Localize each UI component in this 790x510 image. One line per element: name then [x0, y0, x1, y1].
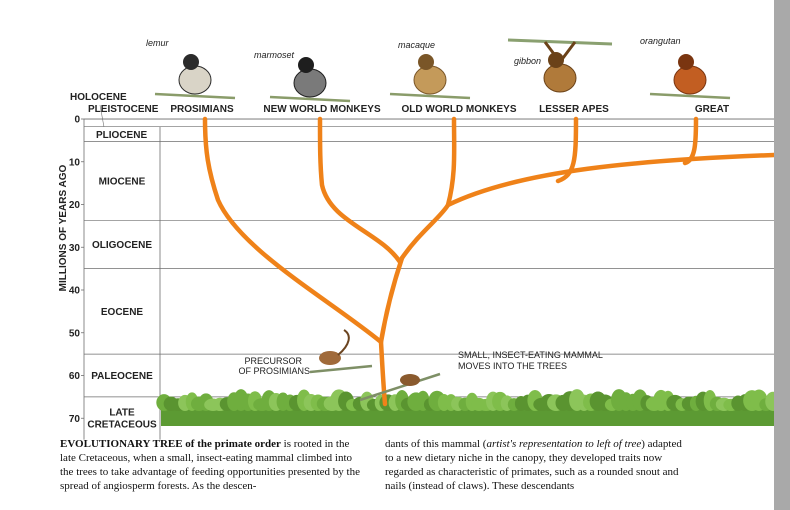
- epoch-label-eocene: EOCENE: [101, 307, 144, 318]
- prosimian-branch: [202, 116, 384, 345]
- animal-head: [298, 57, 314, 73]
- branch-perch: [389, 92, 471, 100]
- epoch-label-pleistocene: PLEISTOCENE: [88, 104, 159, 115]
- gibbon-illustration: gibbon: [507, 38, 613, 93]
- animal-name: gibbon: [514, 56, 541, 66]
- epoch-label-pliocene: PLIOCENE: [96, 130, 147, 141]
- branch-perch: [649, 92, 731, 100]
- epoch-label-miocene: MIOCENE: [99, 176, 146, 187]
- angiosperm-forest: [156, 389, 781, 426]
- animal-name: orangutan: [640, 36, 681, 46]
- animal-head: [548, 52, 564, 68]
- axis-tick-label: 10: [69, 157, 81, 168]
- epoch-label-paleocene: PALEOCENE: [91, 371, 153, 382]
- caption-left: EVOLUTIONARY TREE of the primate order i…: [60, 437, 366, 493]
- ape-branch: [445, 152, 777, 208]
- mammal-body: [400, 374, 420, 386]
- caption-right-post: ) adapted to a new dietary niche in the …: [385, 438, 682, 492]
- animal-body: [543, 63, 577, 93]
- animal-head: [418, 54, 434, 70]
- animal-name: lemur: [146, 38, 170, 48]
- animal-name: marmoset: [254, 50, 295, 60]
- animal-head: [678, 54, 694, 70]
- holocene-leader-line: [99, 104, 105, 128]
- group-label-new-world-monkeys: NEW WORLD MONKEYS: [263, 104, 381, 115]
- axis-tick-label: 0: [74, 115, 80, 126]
- caption-right: dants of this mammal (artist's represent…: [385, 437, 691, 493]
- group-label-old-world-monkeys: OLD WORLD MONKEYS: [402, 104, 517, 115]
- caption-right-pre: dants of this mammal (: [385, 438, 487, 450]
- caption-title: EVOLUTIONARY TREE of the primate order: [60, 438, 281, 450]
- mammal-label-line2: MOVES INTO THE TREES: [458, 361, 567, 371]
- axis-label: MILLIONS OF YEARS AGO: [58, 164, 69, 291]
- twig: [359, 372, 441, 402]
- marmoset-illustration: marmoset: [254, 50, 351, 103]
- branch-perch: [507, 38, 613, 46]
- lemur-illustration: lemur: [146, 38, 236, 100]
- animal-body: [413, 65, 447, 95]
- precursor-label-line1: PRECURSOR: [244, 356, 302, 366]
- animal-head: [183, 54, 199, 70]
- axis-tick-label: 60: [69, 371, 81, 382]
- macaque-illustration: macaque: [389, 40, 471, 100]
- precursor-label-line2: OF PROSIMIANS: [238, 366, 310, 376]
- page-edge-bar: [774, 0, 790, 510]
- old-world-monkey-branch: [399, 116, 457, 261]
- twig: [309, 364, 373, 374]
- precursor-body: [319, 351, 341, 365]
- group-label-lesser-apes: LESSER APES: [539, 104, 609, 115]
- axis-tick-label: 20: [69, 200, 81, 211]
- axis-tick-label: 30: [69, 243, 81, 254]
- animal-body: [673, 65, 707, 95]
- new-world-monkey-branch: [317, 116, 403, 265]
- epoch-label-oligocene: OLIGOCENE: [92, 240, 152, 251]
- prosimian-precursor-illustration: [309, 329, 373, 374]
- group-label-great: GREAT: [695, 104, 729, 115]
- caption-right-italic: artist's representation to left of tree: [486, 438, 642, 450]
- orangutan-illustration: orangutan: [640, 36, 731, 100]
- branch-perch: [154, 92, 236, 100]
- great-ape-branch: [682, 116, 699, 166]
- axis-tick-label: 70: [69, 414, 81, 425]
- axis-tick-label: 40: [69, 286, 81, 297]
- branch-perch: [269, 95, 351, 103]
- insect-eating-mammal-illustration: [359, 372, 441, 402]
- epoch-label-holocene: HOLOCENE: [70, 92, 127, 103]
- mammal-label-line1: SMALL, INSECT-EATING MAMMAL: [458, 350, 603, 360]
- group-label-prosimians: PROSIMIANS: [170, 104, 234, 115]
- trunk: [378, 255, 405, 407]
- caption-left-text: is rooted in the late Cretaceous, when a…: [60, 438, 360, 492]
- axis-tick-label: 50: [69, 328, 81, 339]
- animal-body: [178, 65, 212, 95]
- lesser-ape-branch: [555, 116, 579, 184]
- precursor-tail: [337, 329, 350, 356]
- animal-body: [293, 68, 327, 98]
- animal-name: macaque: [398, 40, 435, 50]
